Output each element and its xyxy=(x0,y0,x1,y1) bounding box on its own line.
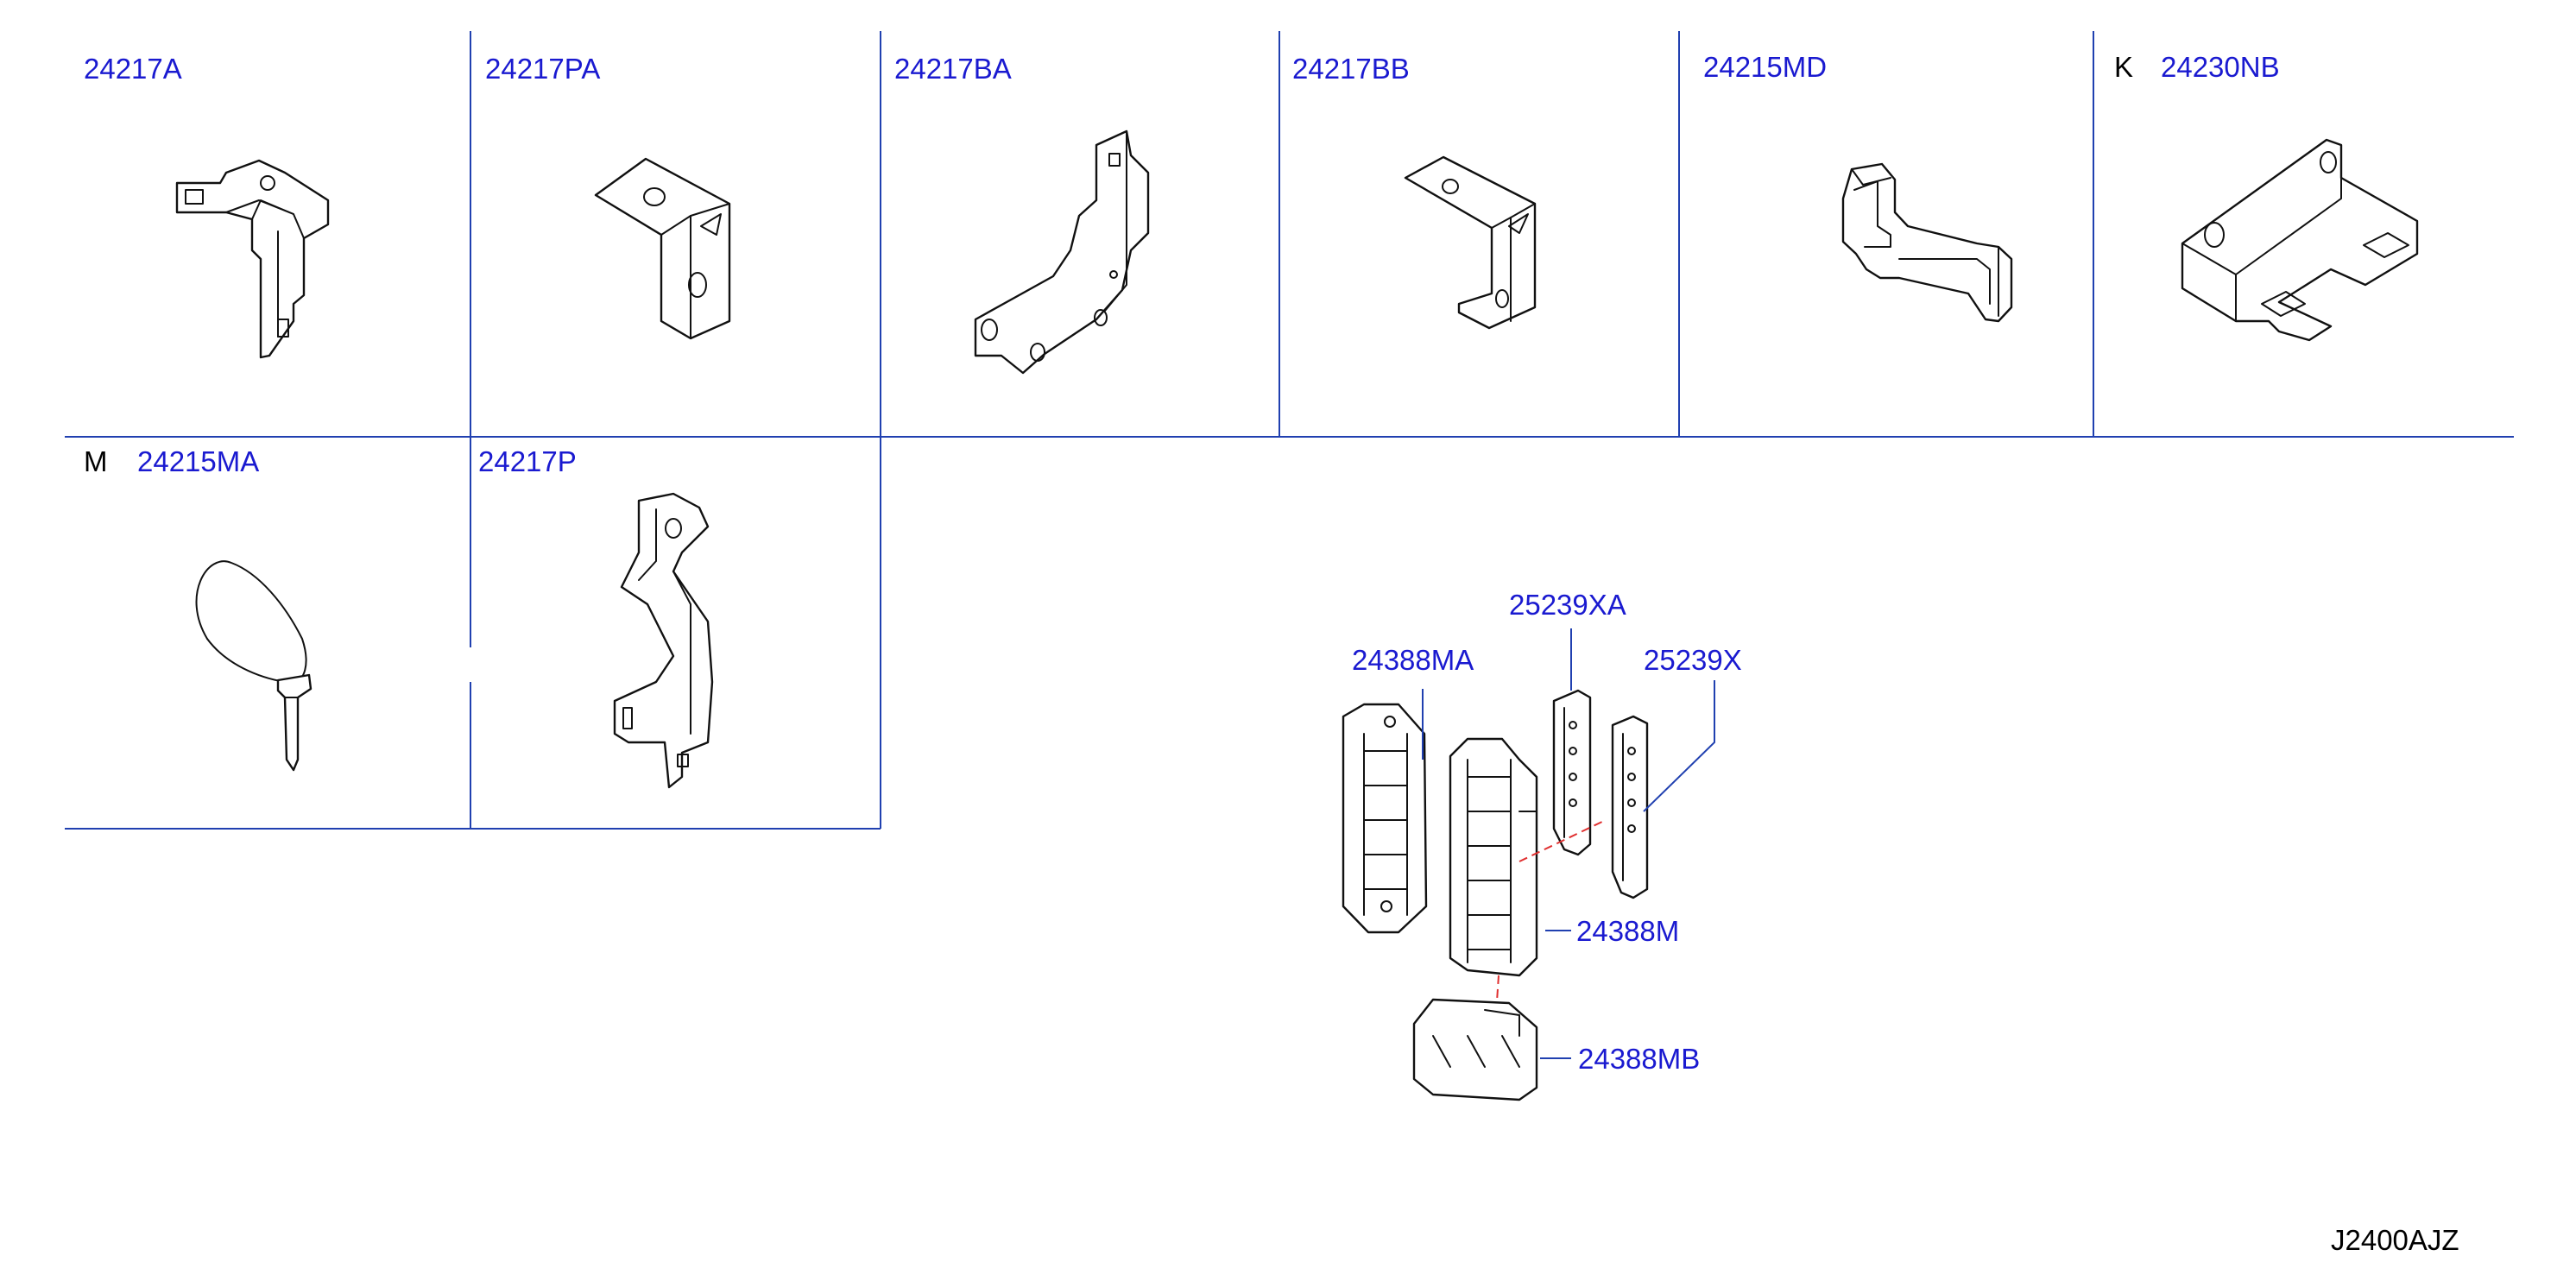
letter-K: K xyxy=(2114,51,2133,83)
part-24230NB-drawing xyxy=(2181,138,2419,342)
part-24217PA-drawing xyxy=(594,157,731,340)
label-24215MD[interactable]: 24215MD xyxy=(1703,51,1827,83)
label-24230NB[interactable]: 24230NB xyxy=(2161,51,2280,83)
label-24217BB[interactable]: 24217BB xyxy=(1292,53,1410,85)
label-24217P[interactable]: 24217P xyxy=(478,445,577,477)
label-24388M[interactable]: 24388M xyxy=(1576,915,1679,947)
label-24215MA[interactable]: 24215MA xyxy=(137,445,259,477)
assembly-drawing xyxy=(1342,628,1715,1101)
letter-M: M xyxy=(84,445,108,477)
part-24217A-drawing xyxy=(175,159,330,359)
part-24215MD-drawing xyxy=(1841,162,2013,323)
label-24217PA[interactable]: 24217PA xyxy=(485,53,600,85)
grid-lines xyxy=(65,31,2514,830)
label-24217BA[interactable]: 24217BA xyxy=(894,53,1012,85)
label-25239X[interactable]: 25239X xyxy=(1644,644,1742,676)
label-24388MA[interactable]: 24388MA xyxy=(1352,644,1474,676)
label-24217A[interactable]: 24217A xyxy=(84,53,182,85)
part-24217BB-drawing xyxy=(1404,155,1537,330)
part-24217BA-drawing xyxy=(974,129,1150,375)
label-25239XA[interactable]: 25239XA xyxy=(1509,589,1626,621)
label-24388MB[interactable]: 24388MB xyxy=(1578,1043,1700,1075)
part-24217P-drawing xyxy=(613,492,714,789)
part-24215MA-drawing xyxy=(195,560,313,772)
diagram-code: J2400AJZ xyxy=(2331,1224,2459,1256)
